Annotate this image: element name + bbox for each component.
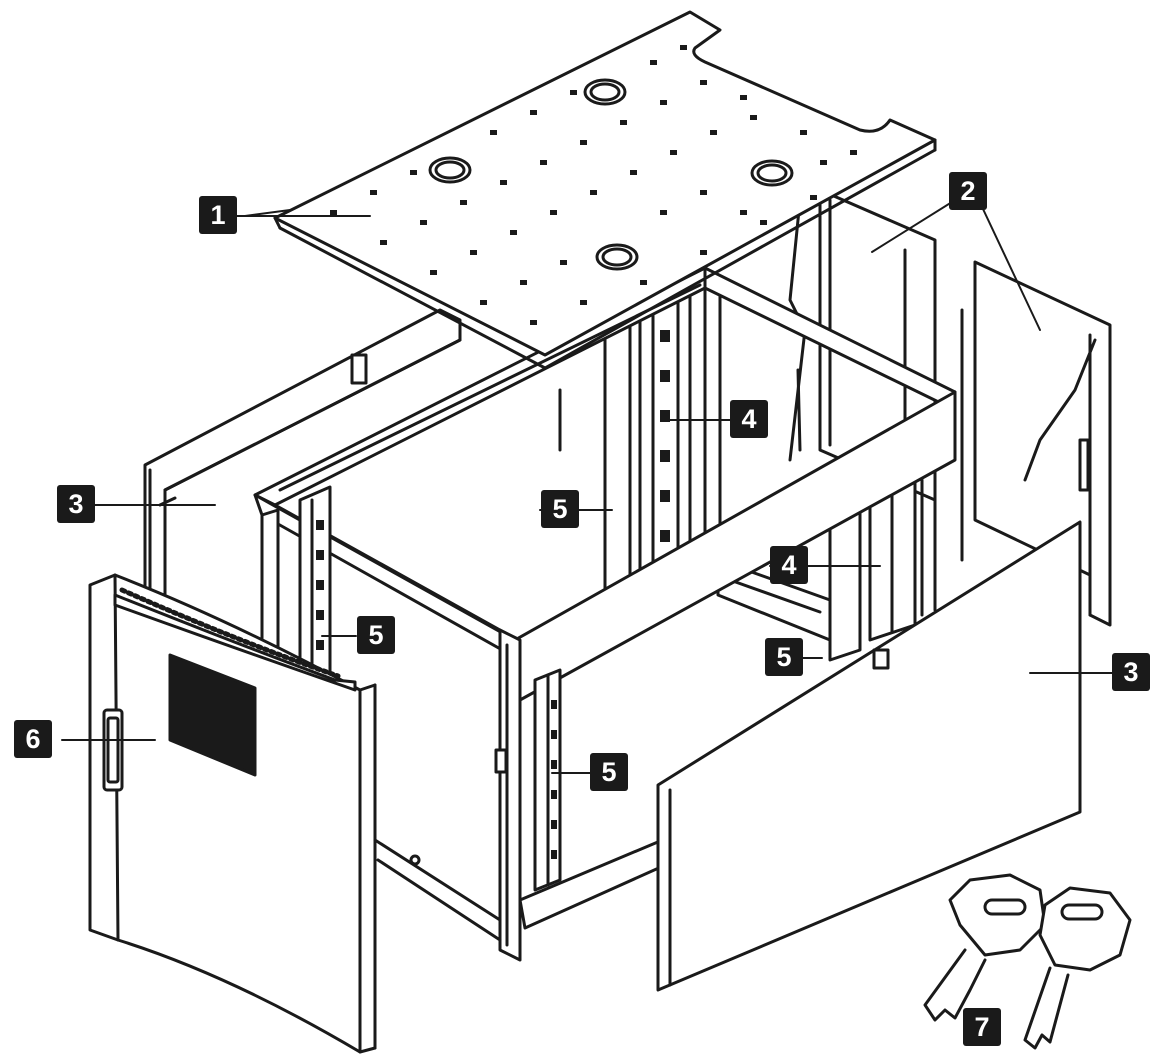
callout-3-side-panel-right: 3 (1112, 653, 1150, 691)
callout-6-front-door: 6 (14, 720, 52, 758)
callout-1-top-panel: 1 (199, 196, 237, 234)
front-door (88, 573, 377, 1054)
callout-2-rear-panel: 2 (949, 172, 987, 210)
rail-right-front (716, 468, 937, 662)
upright-front-right (494, 628, 522, 962)
callout-7-keys: 7 (963, 1008, 1001, 1046)
side-panel-right (656, 520, 1082, 992)
rail-front-right (533, 668, 562, 892)
callout-5-rail-rear: 5 (541, 490, 579, 528)
callout-5-rail-right: 5 (765, 638, 803, 676)
door-vent (168, 653, 257, 777)
keys-icon (923, 873, 1132, 1050)
callout-5-rail-front-right: 5 (590, 753, 628, 791)
top-panel (273, 10, 937, 370)
callout-5-rail-front-left: 5 (357, 616, 395, 654)
callout-3-side-panel-left: 3 (57, 485, 95, 523)
callout-4-cable-manager-front: 4 (770, 546, 808, 584)
callout-4-cable-manager-rear: 4 (730, 400, 768, 438)
